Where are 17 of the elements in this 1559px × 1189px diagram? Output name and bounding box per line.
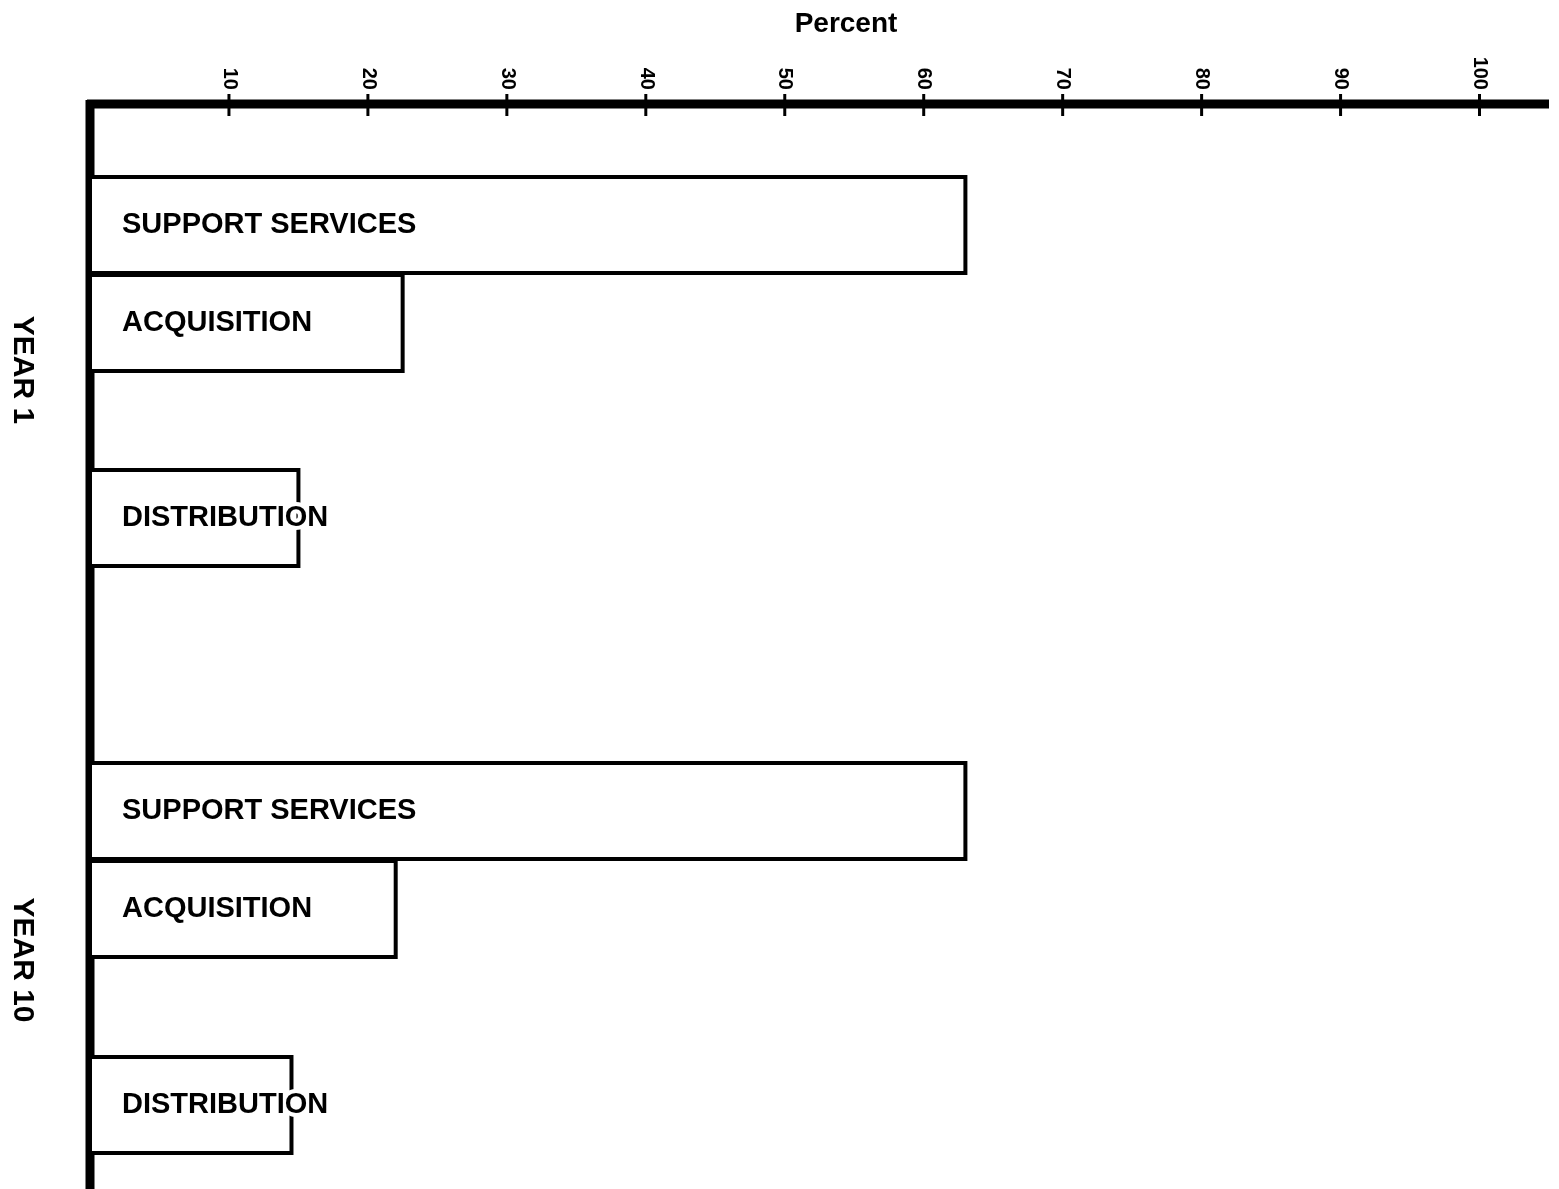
tick-label: 10 — [219, 67, 242, 90]
tick-label: 80 — [1192, 67, 1215, 90]
tick-label: 90 — [1331, 67, 1354, 90]
tick-label: 50 — [775, 67, 798, 90]
tick-label: 100 — [1470, 56, 1493, 90]
tick-label: 60 — [914, 67, 937, 90]
tick-label: 30 — [497, 67, 520, 90]
group-label: YEAR 10 — [8, 897, 42, 1023]
group-label: YEAR 1 — [8, 315, 42, 425]
bar-label: ACQUISITION — [122, 890, 313, 923]
tick-label: 70 — [1053, 67, 1076, 90]
tick-label: 20 — [358, 67, 381, 90]
bar-label: SUPPORT SERVICES — [122, 792, 417, 825]
bar-label: SUPPORT SERVICES — [122, 206, 417, 239]
tick-label: 40 — [636, 67, 659, 90]
axis-title: Percent — [794, 7, 898, 38]
bar-label: ACQUISITION — [122, 304, 313, 337]
